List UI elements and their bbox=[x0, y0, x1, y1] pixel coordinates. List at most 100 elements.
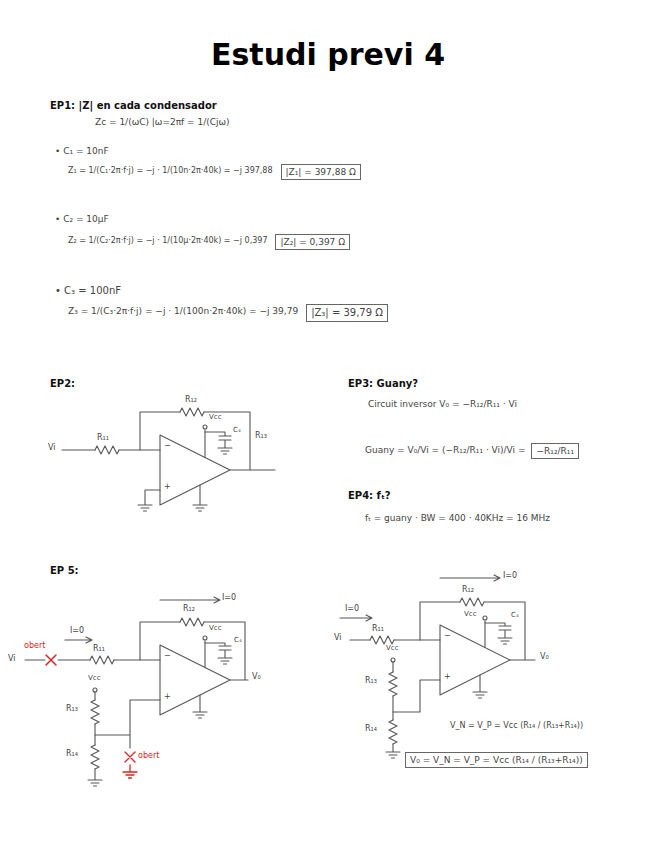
wire bbox=[95, 700, 160, 748]
formula: Z₂ = 1/(C₂·2π·f·j) = −j · 1/(10μ·2π·40k)… bbox=[68, 237, 267, 246]
wire bbox=[140, 622, 248, 680]
wire bbox=[350, 639, 440, 640]
signal-name: V₀ bbox=[540, 653, 549, 662]
current-label: I=0 bbox=[70, 627, 84, 636]
component-label: R₁₂ bbox=[183, 605, 195, 614]
section-heading: EP3: Guany? bbox=[348, 378, 418, 389]
signal-name: Vi bbox=[334, 634, 342, 643]
opamp-symbol bbox=[440, 625, 510, 695]
supply-node bbox=[93, 688, 97, 692]
current-label: I=0 bbox=[222, 594, 236, 603]
current-label: I=0 bbox=[503, 572, 517, 581]
component-label: R₁₁ bbox=[97, 434, 109, 443]
component-label: R₁₃ bbox=[255, 432, 267, 441]
component-label: C₄ bbox=[511, 612, 519, 620]
formula: fₜ = guany · BW = 400 · 40KHz = 16 MHz bbox=[365, 514, 550, 524]
pin-sign: + bbox=[444, 673, 451, 682]
open-mark bbox=[46, 655, 56, 665]
current-arrow bbox=[160, 597, 220, 603]
wire bbox=[140, 412, 275, 470]
wire bbox=[204, 430, 205, 457]
supply-label: Vcc bbox=[209, 625, 222, 633]
supply-node bbox=[203, 425, 207, 429]
result-box: V₀ = V_N = V_P = Vcc (R₁₄ / (R₁₃+R₁₄)) bbox=[405, 752, 588, 768]
capacitor-symbol bbox=[485, 623, 512, 644]
section-heading: EP2: bbox=[50, 378, 75, 389]
resistor-symbol bbox=[95, 446, 119, 454]
open-note: obert bbox=[24, 642, 45, 651]
formula: Z₁ = 1/(C₁·2π·f·j) = −j · 1/(10n·2π·40k)… bbox=[68, 167, 273, 176]
section-heading: EP 5: bbox=[50, 565, 79, 576]
wire bbox=[88, 692, 102, 786]
ground-symbol bbox=[193, 695, 207, 718]
section-heading: EP4: fₜ? bbox=[348, 490, 391, 501]
component-label: C₄ bbox=[233, 427, 241, 435]
result-text: |Z₃| = 39,79 Ω bbox=[311, 307, 383, 319]
result-box: |Z₃| = 39,79 Ω bbox=[306, 304, 388, 322]
ground-symbol bbox=[193, 485, 207, 511]
component-label: R₁₂ bbox=[185, 396, 197, 405]
pin-sign: + bbox=[164, 693, 171, 702]
result-text: |Z₁| = 397,88 Ω bbox=[286, 167, 356, 177]
resistor-symbol bbox=[370, 636, 394, 644]
formula: Circuit inversor V₀ = −R₁₂/R₁₁ · Vi bbox=[368, 400, 517, 410]
supply-label: Vcc bbox=[209, 414, 222, 422]
capacitor-symbol bbox=[205, 643, 232, 664]
pin-sign: − bbox=[164, 442, 171, 451]
resistor-symbol bbox=[91, 700, 99, 724]
current-label: I=0 bbox=[345, 605, 359, 614]
bullet-item: • C₁ = 10nF bbox=[55, 147, 109, 157]
current-arrow bbox=[65, 637, 92, 643]
signal-name: V₀ bbox=[252, 673, 261, 682]
capacitor-symbol bbox=[205, 432, 232, 454]
signal-name: Vi bbox=[48, 444, 56, 453]
result-box: |Z₂| = 0,397 Ω bbox=[275, 234, 350, 250]
opamp-symbol bbox=[160, 645, 230, 715]
open-note: obert bbox=[138, 752, 159, 761]
ep5-left-circuit bbox=[25, 597, 248, 786]
component-label: R₁₁ bbox=[93, 645, 105, 654]
pin-sign: + bbox=[164, 483, 171, 492]
ep5-right-circuit bbox=[340, 575, 535, 758]
component-label: R₁₄ bbox=[66, 750, 78, 759]
resistor-symbol bbox=[91, 745, 99, 769]
resistor-symbol bbox=[389, 672, 397, 696]
pin-sign: − bbox=[444, 632, 451, 641]
result-box: −R₁₂/R₁₁ bbox=[531, 443, 579, 459]
supply-label: Vcc bbox=[386, 645, 399, 653]
ground-symbol bbox=[138, 490, 160, 511]
component-label: R₁₃ bbox=[365, 677, 377, 686]
bullet-item: • C₃ = 100nF bbox=[55, 285, 121, 296]
component-label: R₁₁ bbox=[372, 625, 384, 634]
current-arrow bbox=[440, 575, 500, 581]
resistor-symbol bbox=[90, 656, 114, 664]
opamp-symbol bbox=[160, 435, 230, 505]
section-heading: EP1: |Z| en cada condensador bbox=[50, 100, 217, 111]
result-text: |Z₂| = 0,397 Ω bbox=[280, 237, 345, 247]
formula: Guany = V₀/Vi = (−R₁₂/R₁₁ · Vi)/Vi = bbox=[365, 446, 525, 456]
resistor-symbol bbox=[460, 598, 484, 606]
bullet-item: • C₂ = 10μF bbox=[55, 215, 109, 225]
signal-name: Vi bbox=[8, 655, 16, 664]
component-label: R₁₄ bbox=[365, 725, 377, 734]
resistor-symbol bbox=[180, 618, 204, 626]
component-label: R₁₂ bbox=[462, 586, 474, 595]
open-ground bbox=[123, 752, 137, 778]
formula: Z₃ = 1/(C₃·2π·f·j) = −j · 1/(100n·2π·40k… bbox=[68, 307, 298, 317]
resistor-symbol bbox=[180, 408, 204, 416]
supply-label: Vcc bbox=[464, 611, 477, 619]
supply-node bbox=[203, 636, 207, 640]
wire bbox=[386, 662, 400, 758]
page-title: Estudi previ 4 bbox=[0, 38, 656, 71]
wire bbox=[204, 641, 205, 667]
result-text: V₀ = V_N = V_P = Vcc (R₁₄ / (R₁₃+R₁₄)) bbox=[410, 755, 583, 765]
formula: V_N = V_P = Vcc (R₁₄ / (R₁₃+R₁₄)) bbox=[450, 722, 583, 731]
formula: Zc = 1/(ωC) |ω=2πf = 1/(Cjω) bbox=[95, 118, 230, 128]
wire bbox=[420, 602, 535, 660]
wire bbox=[393, 680, 440, 712]
current-arrow bbox=[340, 615, 372, 621]
ground-symbol bbox=[473, 675, 487, 698]
supply-node bbox=[391, 658, 395, 662]
